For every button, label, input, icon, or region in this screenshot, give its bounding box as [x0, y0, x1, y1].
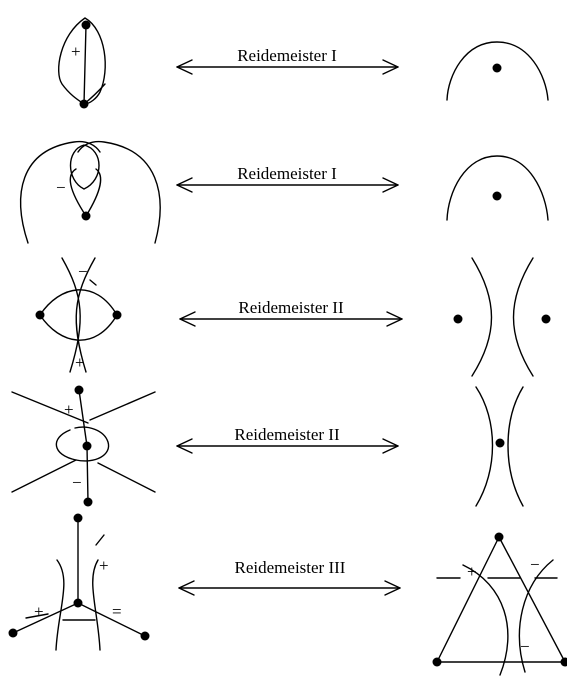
vertex-dot — [81, 211, 91, 221]
vertex-dot — [492, 63, 502, 73]
triangle — [436, 536, 566, 663]
vertex-dot — [432, 657, 442, 667]
crossing-sign: + — [467, 562, 477, 581]
row5-right-figure — [436, 536, 566, 676]
strand-left — [61, 257, 81, 373]
strand-b — [92, 559, 101, 651]
move-label: Reidemeister I — [237, 164, 337, 183]
vertex-dot — [8, 628, 18, 638]
row3-right-strand-left — [471, 257, 493, 377]
move-label: Reidemeister I — [237, 46, 337, 65]
row1-right-arc — [446, 41, 549, 101]
row3-right-strand-right — [512, 257, 534, 377]
move-label: Reidemeister II — [238, 298, 344, 317]
vertex-dot — [74, 385, 84, 395]
vertex-dot — [73, 513, 83, 523]
crossing-sign: − — [530, 555, 540, 574]
crossing-mark — [95, 534, 105, 546]
line-upper-left — [11, 391, 89, 424]
crossing-sign: + — [34, 602, 44, 621]
crossing-sign: + — [75, 353, 85, 372]
row3-left-figure — [39, 257, 118, 373]
crossing-sign: − — [72, 473, 82, 492]
line-upper-right — [89, 391, 156, 421]
crossing-sign: + — [99, 556, 109, 575]
row5-left-figure — [12, 517, 146, 651]
vertex-dot — [494, 532, 504, 542]
row1-arrow — [176, 59, 399, 75]
loop-strand — [69, 144, 100, 190]
teardrop-edge — [69, 168, 102, 217]
crossing-sign: = — [112, 602, 122, 621]
strand-right — [518, 559, 554, 673]
row4-arrow — [176, 438, 399, 454]
row4-right-strand-right — [507, 386, 524, 507]
line-lower-right — [97, 462, 156, 493]
line-lower-left — [11, 459, 77, 493]
vertex-dot — [35, 310, 45, 320]
vertex-dot — [79, 99, 89, 109]
strand-right — [75, 257, 96, 373]
crossing-sign: + — [64, 400, 74, 419]
vertex-dot — [112, 310, 122, 320]
vertex-dot — [140, 631, 150, 641]
vertex-dot — [495, 438, 505, 448]
vertex-dot — [73, 598, 83, 608]
row4-right-strand-left — [475, 386, 494, 507]
strand-left — [462, 564, 509, 676]
crossing-mark — [89, 279, 97, 286]
edge-left — [12, 602, 79, 634]
vertex-dot — [560, 657, 567, 667]
row1-left-figure — [58, 17, 106, 105]
outer-strand-right — [77, 140, 161, 244]
move-label: Reidemeister III — [235, 558, 346, 577]
edge-right — [77, 602, 146, 637]
strand-a — [55, 559, 65, 651]
row2-arrow — [176, 177, 399, 193]
crossing-sign: − — [78, 262, 88, 281]
vertical-edge — [83, 24, 87, 105]
move-label: Reidemeister II — [234, 425, 340, 444]
outer-strand-left — [19, 140, 101, 244]
row2-right-arc — [446, 155, 549, 221]
vertex-dot — [541, 314, 551, 324]
vertex-dot — [82, 441, 92, 451]
crossing-sign: − — [56, 178, 66, 197]
vertex-dot — [453, 314, 463, 324]
vertex-dot — [83, 497, 93, 507]
crossing-sign: − — [520, 637, 530, 656]
row3-arrow — [179, 311, 403, 327]
crossing-mark — [25, 613, 49, 619]
row2-left-figure — [19, 140, 161, 244]
vertex-dot — [81, 20, 91, 30]
row5-arrow — [178, 580, 401, 596]
lens-upper-edge — [39, 289, 118, 316]
crossing-sign: + — [71, 42, 81, 61]
vertex-dot — [492, 191, 502, 201]
lens-loop — [55, 426, 110, 462]
